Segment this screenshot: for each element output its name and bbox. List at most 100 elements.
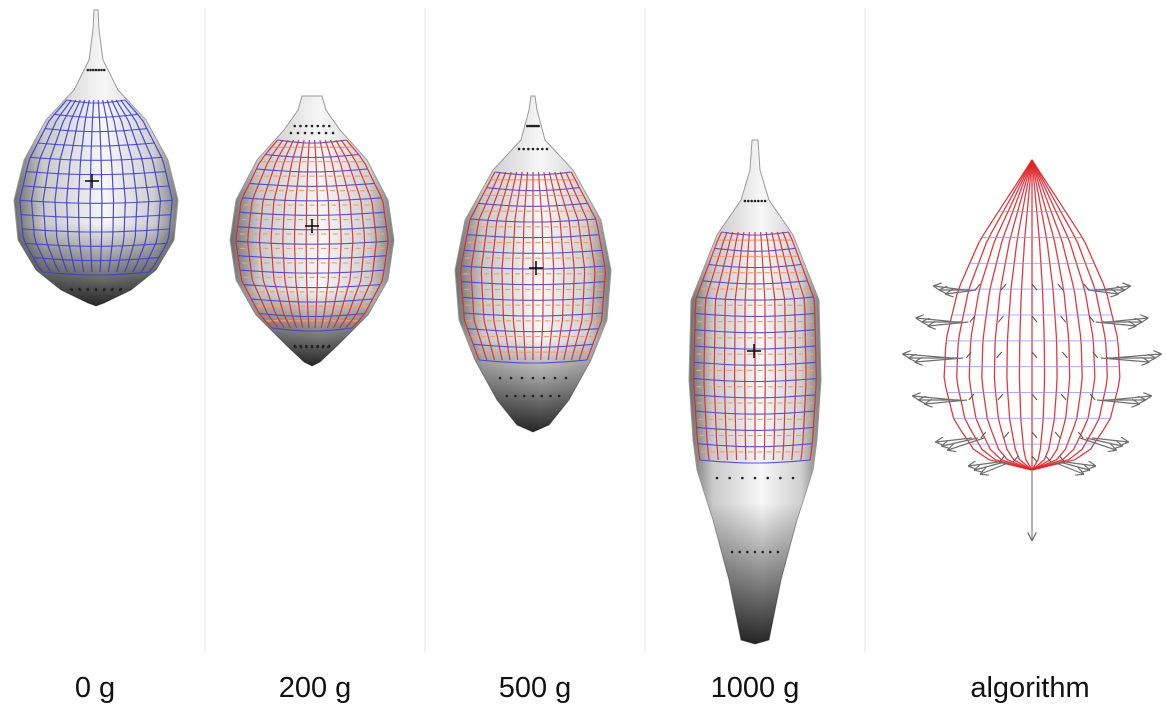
grid-column-line [324,139,342,329]
algorithm-latitudes [944,185,1120,445]
marker-dot [294,345,297,349]
marker-dot [327,345,330,349]
marker-dot [293,124,297,128]
interior-tick [1062,351,1068,359]
marker-dot [310,345,314,349]
surface-markers [69,68,123,292]
marker-dot [78,287,81,291]
grid-column-line [314,139,319,329]
marker-dot [498,376,502,380]
interior-tick [996,351,1002,359]
marker-dot [102,68,106,72]
marker-dot [89,68,92,72]
marker-dot [746,550,749,554]
grid-column-line [522,171,529,361]
marker-dot [728,476,731,480]
grid-row-line [242,197,382,202]
interior-tick [998,315,1004,323]
grid-column-line [97,99,103,273]
algorithm-force-arrows [903,284,1161,474]
force-arrow [1100,358,1149,362]
marker-dot [316,345,319,349]
grid-row-line [237,255,387,260]
marker-dot [545,147,549,151]
marker-dot [542,376,546,380]
force-arrow [934,286,965,290]
interior-tick [1060,315,1066,323]
marker-dot [738,550,742,554]
grid-column-line [782,231,807,461]
algorithm-panel [903,159,1161,540]
marker-dot [522,394,526,398]
grid-column-line [470,171,501,361]
grid-row-line [25,242,167,247]
grid-row-line [235,240,389,245]
grid-column-line [713,231,734,461]
grid-column-line [247,139,284,329]
interior-tick [969,315,976,323]
interior-tick [997,393,1004,401]
grid-column-line [319,139,331,329]
grid-column-line [340,139,377,329]
marker-dot [741,476,744,480]
balloon-panels [13,9,822,645]
marker-dot [100,68,103,72]
grid-row-line [45,128,147,133]
grid-column-line [776,231,797,461]
marker-dot [310,124,314,128]
interior-tick [1031,393,1038,401]
grid-column-line [102,99,115,273]
marker-dot [327,124,331,128]
interior-tick [1057,283,1064,291]
marker-dot [527,124,531,128]
interior-tick [1060,393,1067,401]
grid-row-line [22,228,170,233]
force-arrow [928,322,969,326]
grid-column-line [111,99,138,273]
marker-dot [289,131,293,135]
grid-row-line [265,153,359,159]
grid-column-line [501,171,518,361]
grid-row-line [479,359,587,364]
grid-column-line [537,171,544,361]
interior-tick [965,351,972,359]
marker-dot [531,394,535,398]
marker-dot [531,147,535,151]
grid-row-line [251,298,373,303]
interior-tick [1092,351,1099,359]
marker-dot [102,287,106,291]
grid-column-line [115,99,150,273]
marker-dot [94,68,98,72]
surface-markers [715,199,795,554]
strain-grid [460,171,606,364]
marker-dot [746,199,750,203]
force-arrow [1095,322,1136,326]
grid-row-line [699,459,811,464]
grid-column-line [787,231,817,461]
grid-row-line [239,211,385,216]
force-arrow [981,461,1011,474]
interior-tick [1083,283,1090,291]
interior-tick [999,455,1005,463]
label-200g: 200 g [278,672,352,704]
label-500g: 500 g [498,672,572,704]
marker-dot [564,376,568,380]
grid-column-line [19,99,68,273]
marker-dot [296,131,300,135]
marker-dot [526,124,529,128]
force-arrow [946,290,977,294]
grid-column-line [258,139,289,329]
grid-row-line [19,199,173,204]
surface-markers [498,124,568,398]
interior-tick [1003,431,1010,439]
strain-grid [235,139,389,332]
grid-column-line [723,231,739,461]
grid-column-line [460,171,496,361]
grid-row-line [42,271,150,276]
marker-dot [537,124,540,128]
label-1000g: 1000 g [710,672,800,704]
grid-column-line [744,231,750,461]
grid-row-line [54,113,138,118]
grid-column-line [543,171,555,361]
